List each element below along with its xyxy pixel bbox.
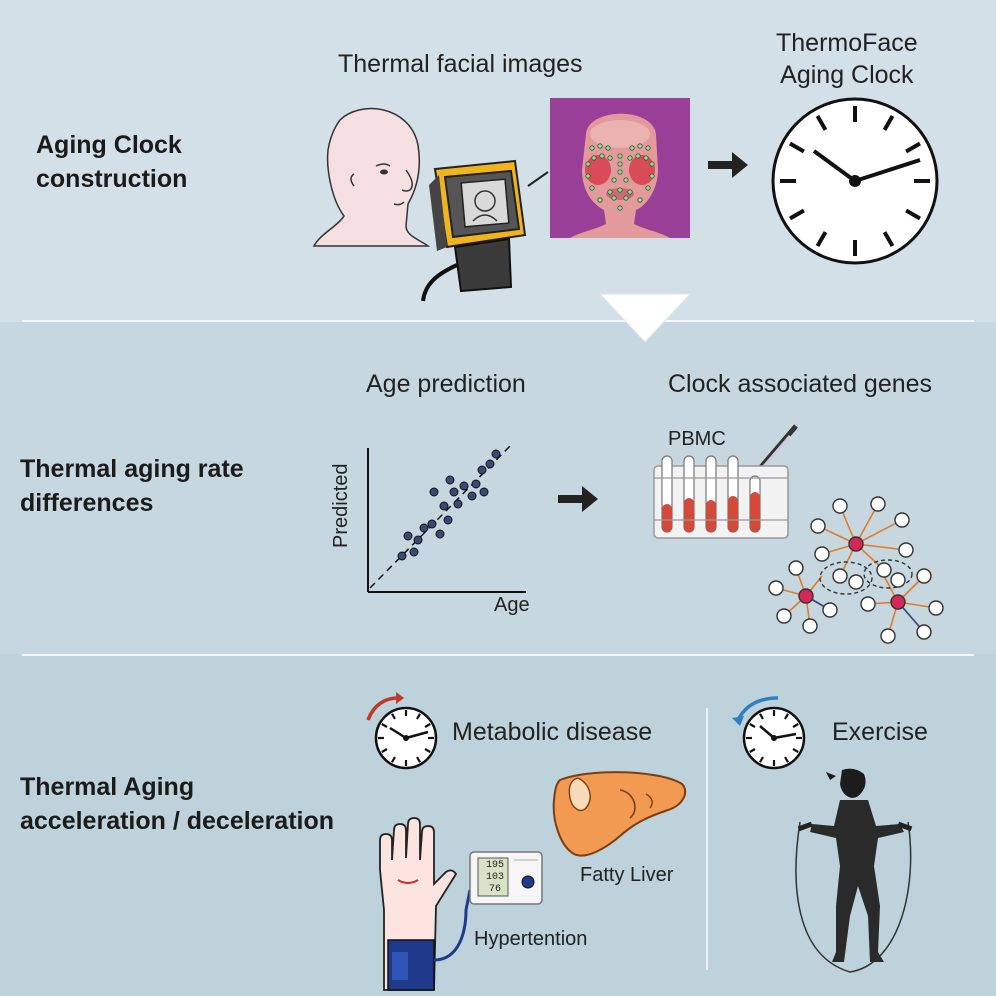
blood-pressure-illustration xyxy=(379,817,543,991)
fatty-liver-illustration xyxy=(552,771,687,857)
accelerated-clock-icon xyxy=(366,692,438,770)
section-title-acceleration: Thermal Aging acceleration / deceleratio… xyxy=(20,773,335,835)
age-prediction-plot xyxy=(367,443,526,593)
bp-readings: 195 103 76 xyxy=(480,860,510,896)
age-prediction-title: Age prediction xyxy=(366,370,526,398)
aging-clock-icon xyxy=(771,97,939,265)
x-axis-label: Age xyxy=(494,594,530,616)
exercise-label: Exercise xyxy=(832,718,928,746)
connector-line xyxy=(527,171,549,187)
panel-acceleration xyxy=(0,654,996,996)
thermal-images-label: Thermal facial images xyxy=(338,50,583,78)
arrow-to-genes xyxy=(558,486,598,512)
thermal-camera-icon xyxy=(421,159,527,302)
thermal-face-image xyxy=(550,98,690,238)
bp-pulse: 76 xyxy=(488,884,501,895)
section-title-construction: Aging Clock construction xyxy=(36,131,188,193)
fatty-liver-label: Fatty Liver xyxy=(580,864,674,886)
y-axis-label: Predicted xyxy=(330,463,352,549)
genes-title: Clock associated genes xyxy=(668,370,933,398)
pbmc-label: PBMC xyxy=(668,428,726,450)
divider-2 xyxy=(22,654,974,656)
head-illustration xyxy=(312,107,431,247)
bp-systolic: 195 xyxy=(485,860,504,871)
divider-1 xyxy=(22,320,974,322)
decelerated-clock-icon xyxy=(732,696,806,770)
arrow-to-clock xyxy=(708,152,748,178)
hypertension-label: Hypertention xyxy=(474,928,588,950)
section-title-rate: Thermal aging rate differences xyxy=(20,455,244,517)
gene-network xyxy=(768,496,944,644)
bp-diastolic: 103 xyxy=(485,872,504,883)
panel-rate-differences xyxy=(0,322,996,654)
metabolic-disease-label: Metabolic disease xyxy=(452,718,653,746)
down-arrow xyxy=(598,293,692,343)
pbmc-tube-rack xyxy=(653,424,798,539)
vertical-divider xyxy=(706,708,708,970)
exercise-silhouette xyxy=(795,768,913,973)
aging-clock-label: ThermoFace Aging Clock xyxy=(776,29,918,89)
